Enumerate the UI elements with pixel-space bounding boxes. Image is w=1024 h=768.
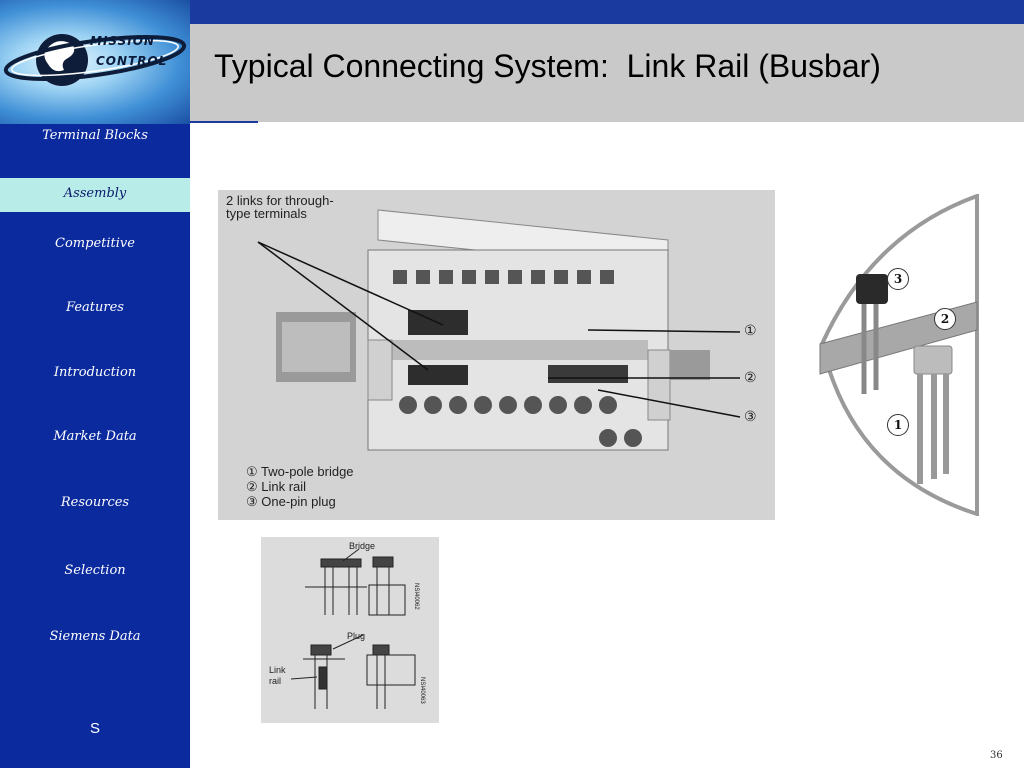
sidebar-item-competitive[interactable]: Competitive <box>55 236 135 251</box>
link-rail-illustration: 3 2 1 <box>812 193 980 517</box>
header-top-band <box>190 0 1024 24</box>
legend-link-rail: ② Link rail <box>246 479 307 494</box>
terminal-block-photo: 2 links for through- type terminals ① ② … <box>218 190 775 520</box>
photo-caption-line2: type terminals <box>226 206 307 221</box>
sidebar-item-resources[interactable]: Resources <box>60 495 130 510</box>
sidebar-item-market-data[interactable]: Market Data <box>53 429 137 444</box>
sidebar-item-terminal-blocks[interactable]: Terminal Blocks <box>42 128 148 143</box>
logo-text-mission: MISSION <box>90 34 155 48</box>
badge-3: 3 <box>887 268 909 290</box>
sidebar-item-siemens-data[interactable]: Siemens Data <box>49 629 141 644</box>
page-number: 36 <box>990 750 1003 761</box>
sidebar-footer-letter[interactable]: S <box>89 720 100 737</box>
diagram-label-bridge: Bridge <box>349 541 376 551</box>
sidebar-item-assembly[interactable]: Assembly <box>0 178 190 212</box>
sidebar-item-introduction[interactable]: Introduction <box>53 365 137 380</box>
callout-3: ③ <box>744 408 757 424</box>
sidebar-nav: Terminal Blocks Assembly Competitive Fea… <box>0 124 190 768</box>
legend-two-pole-bridge: ① Two-pole bridge <box>246 464 354 479</box>
diagram-code-1: NSI40062 <box>413 583 419 610</box>
page-title: Typical Connecting System: Link Rail (Bu… <box>214 48 881 84</box>
diagram-label-plug: Plug <box>347 631 366 641</box>
callout-1: ① <box>744 322 757 338</box>
legend-one-pin-plug: ③ One-pin plug <box>246 494 336 509</box>
badge-1: 1 <box>887 414 909 436</box>
callout-2: ② <box>744 369 757 385</box>
diagram-code-2: NSI40063 <box>419 677 425 704</box>
sidebar-item-selection[interactable]: Selection <box>64 563 126 578</box>
terminal-block-drawing <box>257 209 741 451</box>
diagram-drawing <box>290 548 416 709</box>
title-underline <box>190 121 258 123</box>
diagram-label-link: Link <box>269 665 286 675</box>
logo-text-control: CONTROL <box>96 54 168 68</box>
photo-caption-line1: 2 links for through- <box>226 193 334 208</box>
bridge-plug-diagram: Bridge Plug Link rail NSI40062 NSI40063 <box>261 537 439 723</box>
diagram-label-rail: rail <box>269 676 282 686</box>
link-rail-drawing <box>819 193 979 517</box>
badge-2: 2 <box>934 308 956 330</box>
sidebar-item-features[interactable]: Features <box>66 300 124 315</box>
logo-globe-icon <box>3 34 187 86</box>
mission-control-logo: MISSION CONTROL <box>0 0 190 124</box>
title-band <box>190 24 1024 122</box>
